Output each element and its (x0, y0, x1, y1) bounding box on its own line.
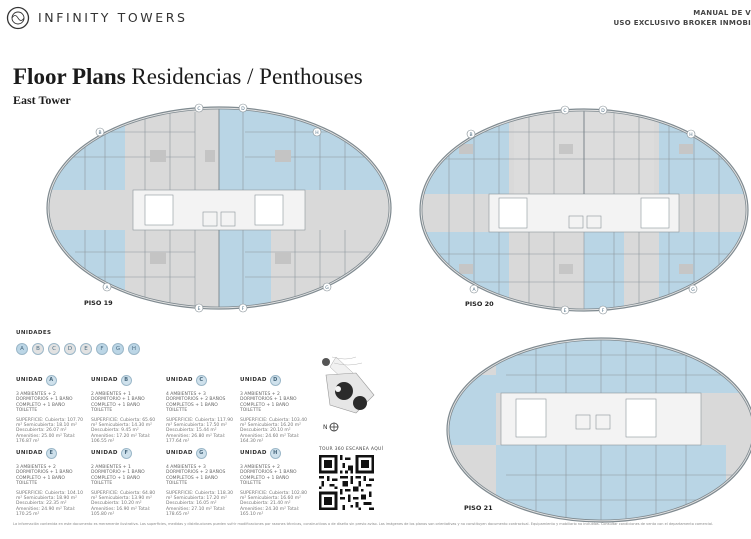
header-right: MANUAL DE V USO EXCLUSIVO BROKER INMOBI (613, 8, 751, 28)
unit-description: 3 AMBIENTES + 2 DORMITORIOS + 1 BAÑO COM… (16, 392, 73, 414)
unit-badge: D (269, 375, 281, 386)
qr-code-icon[interactable] (319, 455, 374, 510)
floor-plan-19: C D H G F E A B (46, 103, 392, 313)
unit-badge: A (45, 375, 57, 386)
legend-a: A (16, 343, 28, 355)
qr-label: TOUR 360 ESCANEA AQUÍ (319, 447, 384, 452)
unit-specs: SUPERFICIE: Cubierta: 102.80 m² Semicubi… (240, 490, 307, 518)
marker-e: E (564, 308, 567, 314)
marker-f: F (602, 308, 605, 314)
unit-specs: SUPERFICIE: Cubierta: 65.60 m² Semicubie… (91, 417, 156, 445)
unit-specs: SUPERFICIE: Cubierta: 104.10 m² Semicubi… (16, 490, 83, 518)
unit-description: 3 AMBIENTES + 2 DORMITORIOS + 1 BAÑO COM… (240, 465, 297, 487)
legend-title: UNIDADES (16, 330, 52, 336)
unit-heading: UNIDAD (16, 449, 43, 456)
unit-heading: UNIDAD (166, 376, 193, 383)
unit-specs: SUPERFICIE: Cubierta: 107.70 m² Semicubi… (16, 417, 83, 445)
marker-g: G (325, 285, 329, 291)
unit-description: 3 AMBIENTES + 2 DORMITORIOS + 1 BAÑO COM… (240, 392, 297, 414)
marker-a: A (105, 285, 109, 291)
plan-label-19: PISO 19 (84, 299, 113, 307)
header-exclusive: USO EXCLUSIVO BROKER INMOBI (613, 19, 751, 27)
unit-specs: SUPERFICIE: Cubierta: 64.80 m² Semicubie… (91, 490, 156, 518)
site-map-icon (322, 356, 375, 414)
header-manual: MANUAL DE V (693, 9, 751, 17)
marker-b: B (469, 132, 472, 138)
title-regular: Residencias / Penthouses (125, 64, 363, 89)
units-legend: A B C D E F G H (16, 343, 140, 355)
compass-icon (329, 422, 338, 432)
unit-badge: E (45, 448, 57, 459)
plan-label-21: PISO 21 (464, 504, 493, 512)
north-indicator: N (323, 422, 339, 432)
brand-name: INFINITY TOWERS (38, 10, 188, 25)
unit-specs: SUPERFICIE: Cubierta: 117.90 m² Semicubi… (166, 417, 233, 445)
marker-c: C (563, 108, 566, 114)
marker-h: H (315, 130, 318, 136)
marker-h: H (689, 132, 692, 138)
unit-badge: B (120, 375, 132, 386)
legend-c: C (48, 343, 60, 355)
unit-specs: SUPERFICIE: Cubierta: 103.40 m² Semicubi… (240, 417, 307, 445)
legend-g: G (112, 343, 124, 355)
floor-plan-21 (446, 337, 751, 523)
page-subtitle: East Tower (13, 93, 71, 107)
marker-b: B (98, 130, 101, 136)
marker-f: F (242, 306, 245, 312)
page-title: Floor Plans Residencias / Penthouses (13, 64, 363, 90)
marker-e: E (198, 306, 201, 312)
unit-description: 3 AMBIENTES + 2 DORMITORIOS + 1 BAÑO COM… (16, 465, 73, 487)
marker-c: C (197, 106, 200, 112)
title-bold: Floor Plans (13, 64, 126, 89)
marker-a: A (472, 287, 476, 293)
unit-heading: UNIDAD (91, 376, 118, 383)
brand-logo-icon (6, 6, 30, 30)
unit-heading: UNIDAD (240, 449, 267, 456)
unit-badge: G (195, 448, 207, 459)
unit-heading: UNIDAD (91, 449, 118, 456)
unit-description: 4 AMBIENTES + 3 DORMITORIOS + 2 BAÑOS CO… (166, 465, 226, 487)
floor-plan-20: C D H G F E A B (419, 105, 749, 315)
legend-f: F (96, 343, 108, 355)
unit-heading: UNIDAD (240, 376, 267, 383)
marker-d: D (601, 108, 605, 114)
unit-badge: F (120, 448, 132, 459)
north-label: N (323, 423, 328, 431)
legend-b: B (32, 343, 44, 355)
unit-description: 2 AMBIENTES + 1 DORMITORIO + 1 BAÑO COMP… (91, 392, 145, 414)
unit-specs: SUPERFICIE: Cubierta: 118.30 m² Semicubi… (166, 490, 233, 518)
marker-d: D (241, 106, 245, 112)
legend-e: E (80, 343, 92, 355)
unit-heading: UNIDAD (16, 376, 43, 383)
plan-label-20: PISO 20 (465, 300, 494, 308)
unit-badge: H (269, 448, 281, 459)
unit-badge: C (195, 375, 207, 386)
legend-h: H (128, 343, 140, 355)
unit-description: 4 AMBIENTES + 3 DORMITORIOS + 2 BAÑOS CO… (166, 392, 226, 414)
legend-d: D (64, 343, 76, 355)
legal-footnote: La información contenida en este documen… (13, 522, 714, 526)
marker-g: G (691, 287, 695, 293)
unit-heading: UNIDAD (166, 449, 193, 456)
unit-description: 2 AMBIENTES + 1 DORMITORIO + 1 BAÑO COMP… (91, 465, 145, 487)
